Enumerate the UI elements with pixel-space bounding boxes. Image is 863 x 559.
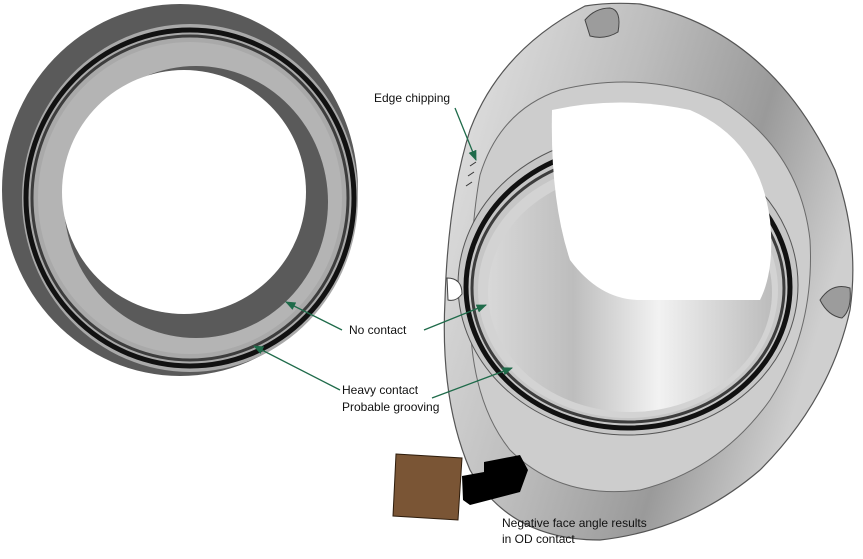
label-edge-chipping: Edge chipping: [374, 91, 451, 105]
section-seal-brown: [392, 453, 463, 521]
chip-notch-left: [446, 277, 463, 301]
top-notch: [584, 7, 620, 38]
leader-lines: [253, 107, 513, 399]
edge-chipping-marks: [465, 161, 477, 187]
right-notch: [819, 286, 851, 319]
arrow-heavy-contact-right: [431, 367, 513, 399]
right-seal-seat: [443, 2, 854, 541]
arrow-heavy-contact-left: [253, 345, 341, 391]
label-heavy-contact: Heavy contact: [342, 383, 419, 397]
label-negative-face-angle: Negative face angle results: [502, 516, 647, 530]
right-ring-bore-opening: [551, 102, 772, 300]
left-seal-ring: [2, 4, 358, 376]
label-od-contact: in OD contact: [502, 532, 575, 546]
left-ring-bore: [62, 70, 306, 314]
label-probable-grooving: Probable grooving: [342, 400, 440, 414]
left-ring-contact-band: [23, 27, 357, 369]
left-ring-contact-shade: [30, 34, 350, 362]
arrow-no-contact-left: [285, 301, 343, 331]
arrow-edge-chipping: [454, 107, 477, 161]
face-angle-section: [392, 453, 528, 521]
section-seat-black: [462, 455, 528, 505]
arrow-no-contact-right: [423, 304, 487, 331]
label-no-contact: No contact: [349, 323, 407, 337]
